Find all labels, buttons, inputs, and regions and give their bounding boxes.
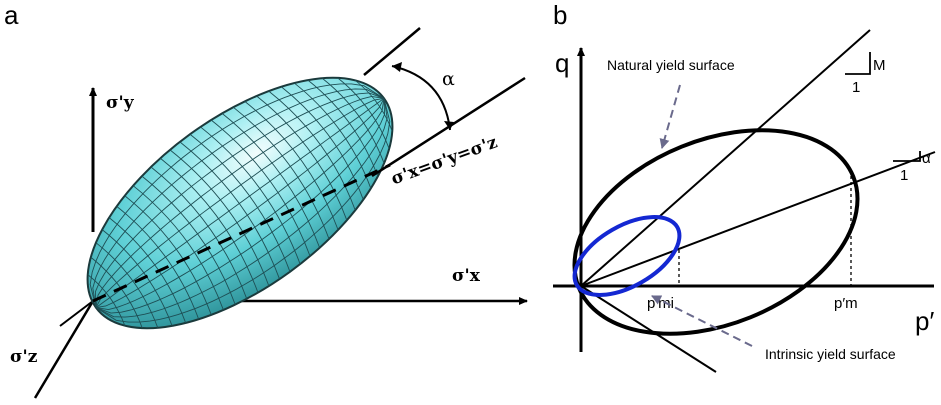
yield-ellipsoid xyxy=(86,76,394,330)
sigma-z-axis xyxy=(33,300,95,399)
sigma-y-label: σ'y xyxy=(106,93,135,113)
alpha-arc xyxy=(391,65,451,131)
natural-callout-arrow xyxy=(659,84,681,149)
csl-line-M xyxy=(580,29,871,287)
slope-M-run: 1 xyxy=(852,79,860,96)
panel-a: a σ'y σ'x σ'z σ'x=σ'y=σ'z α xyxy=(4,0,528,399)
panel-b-letter: b xyxy=(553,0,567,30)
p-m-label: p′m xyxy=(834,295,858,312)
hydrostatic-label: σ'x=σ'y=σ'z xyxy=(389,132,501,189)
q-axis-label: q xyxy=(555,48,569,78)
ellipsoid-major-axis-line xyxy=(363,27,421,76)
intrinsic-callout-arrow xyxy=(651,295,753,347)
ellipsoid-axis-dashed xyxy=(92,163,391,303)
natural-yield-surface xyxy=(572,128,860,336)
ellipsoid-mesh-longitude xyxy=(94,92,385,308)
ellipsoid-mesh-longitude xyxy=(95,95,385,308)
slope-triangle-alpha xyxy=(893,151,921,162)
slope-alpha-label: α xyxy=(922,150,931,167)
alpha-label-a: α xyxy=(442,68,455,90)
ellipsoid-mesh-longitude xyxy=(95,98,385,311)
ellipsoid-mesh-longitude xyxy=(95,98,385,308)
alpha-arc-arrowhead-1 xyxy=(392,62,402,72)
inclination-line-alpha xyxy=(580,151,936,287)
slope-M-label: M xyxy=(873,57,886,74)
ellipsoid-mesh-longitude xyxy=(89,83,385,308)
ellipsoid-mesh-longitude xyxy=(95,98,385,309)
ellipsoid-mesh-longitude xyxy=(95,98,388,318)
slope-alpha-run: 1 xyxy=(900,167,908,184)
sigma-x-label: σ'x xyxy=(452,266,481,286)
space-diagonal-lower xyxy=(59,300,94,327)
natural-yield-surface-label: Natural yield surface xyxy=(607,57,735,73)
intrinsic-yield-surface-label: Intrinsic yield surface xyxy=(765,346,896,362)
p-mi-label: p′mi xyxy=(647,295,674,312)
ellipsoid-mesh-longitude xyxy=(95,97,385,308)
alpha-arc-arrowhead-2 xyxy=(444,121,454,130)
ellipsoid-mesh-longitude xyxy=(95,98,386,314)
csl-line-extension xyxy=(580,285,717,373)
slope-triangle-M xyxy=(845,52,871,75)
intrinsic-yield-surface xyxy=(572,215,682,297)
panel-a-letter: a xyxy=(4,0,19,30)
p-axis-label: p′ xyxy=(915,306,934,336)
panel-b: b q p′ M 1 α 1 p′mi p′m Natural yield su… xyxy=(553,0,936,373)
ellipsoid-mesh-longitude xyxy=(92,88,385,308)
sigma-z-label: σ'z xyxy=(10,347,38,367)
